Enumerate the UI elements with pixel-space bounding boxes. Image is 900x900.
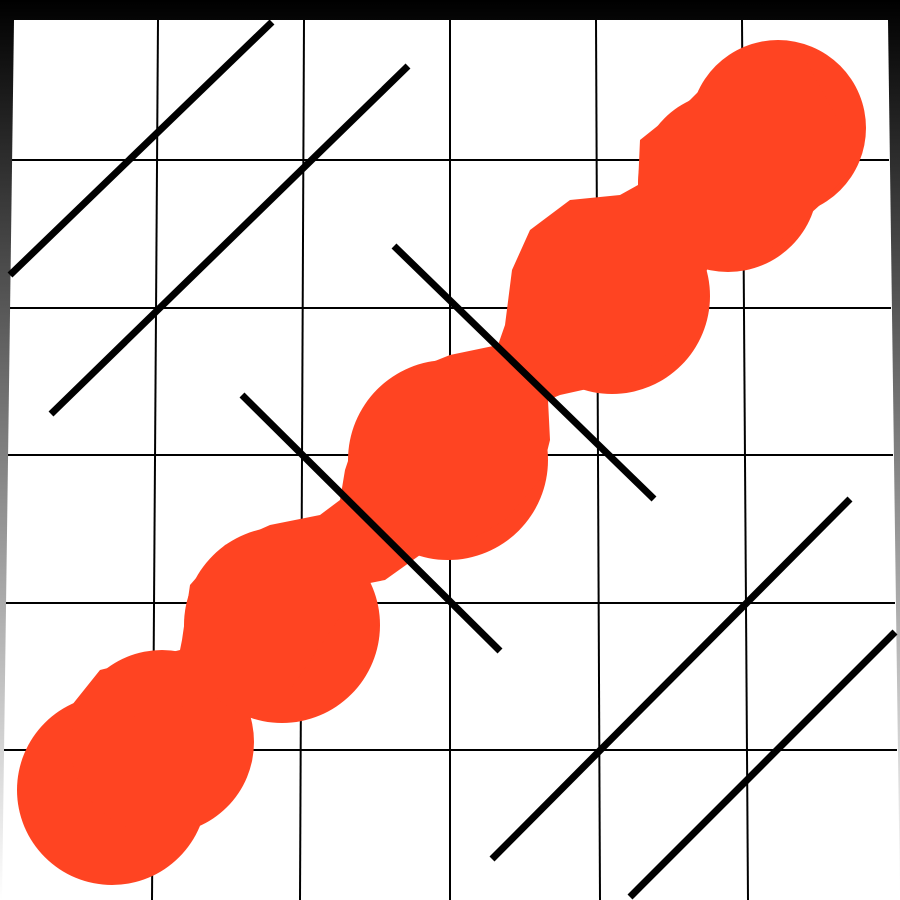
crossing-stroke-lower	[239, 392, 503, 654]
diagonal-strokes	[7, 19, 898, 900]
diagonal-stripe-top-left-2	[48, 63, 411, 417]
diagonal-stripe-bottom-right-1	[489, 496, 853, 862]
crossing-stroke-upper	[391, 243, 657, 502]
diagonal-stripe-top-left-1	[7, 19, 275, 278]
crossing-strokes	[239, 243, 657, 654]
diagonal-stripe-bottom-right-2	[627, 629, 898, 900]
blob-body	[60, 50, 860, 730]
red-wavy-blob	[17, 40, 866, 885]
